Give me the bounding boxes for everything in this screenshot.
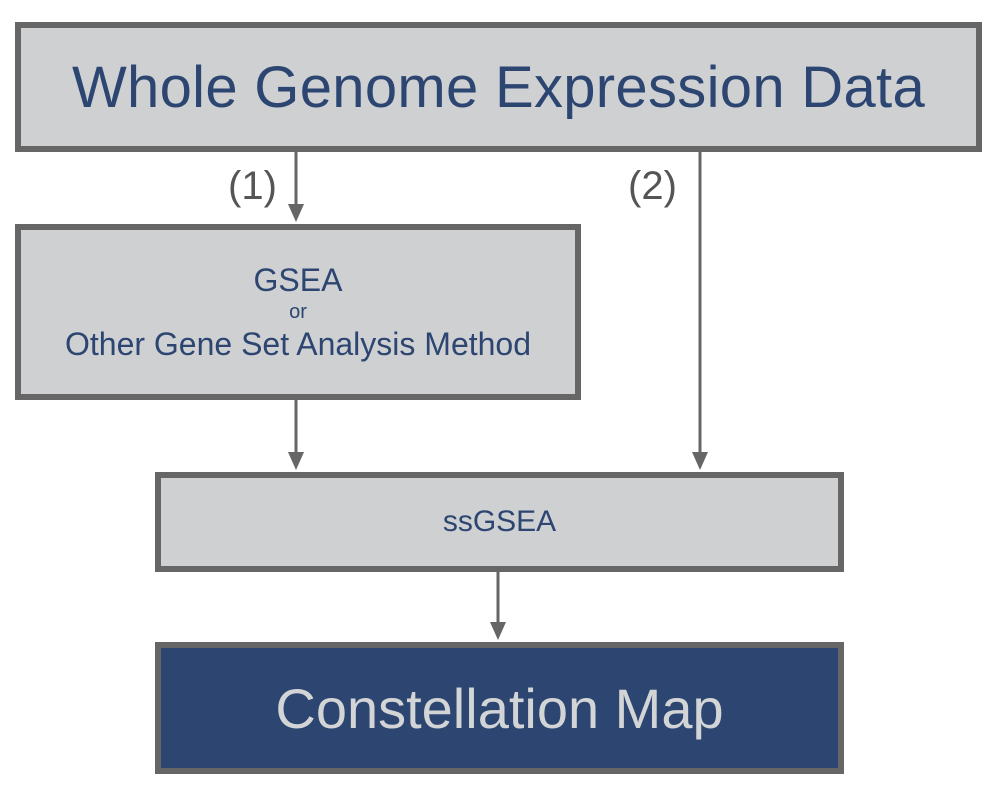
or-label: or [289, 301, 307, 323]
ssgsea-label: ssGSEA [442, 505, 557, 538]
whole-genome-expression-data-label: Whole Genome Expression Data [71, 54, 926, 120]
arrowhead-ssgsea-to-map [490, 622, 506, 640]
gsea-method-box: GSEA or Other Gene Set Analysis Method [15, 224, 581, 400]
path-label-1: (1) [228, 164, 277, 208]
ssgsea-box: ssGSEA [155, 472, 844, 572]
constellation-map-label: Constellation Map [275, 676, 724, 740]
constellation-map-box: Constellation Map [155, 642, 844, 774]
arrowhead-gsea-to-ssgsea [288, 452, 304, 470]
arrowhead-top-to-gsea [288, 204, 304, 222]
whole-genome-expression-data-box: Whole Genome Expression Data [15, 22, 982, 152]
arrowhead-top-to-ssgsea [692, 452, 708, 470]
other-method-label: Other Gene Set Analysis Method [64, 326, 532, 362]
path-label-2: (2) [628, 164, 677, 208]
gsea-label: GSEA [253, 262, 343, 298]
